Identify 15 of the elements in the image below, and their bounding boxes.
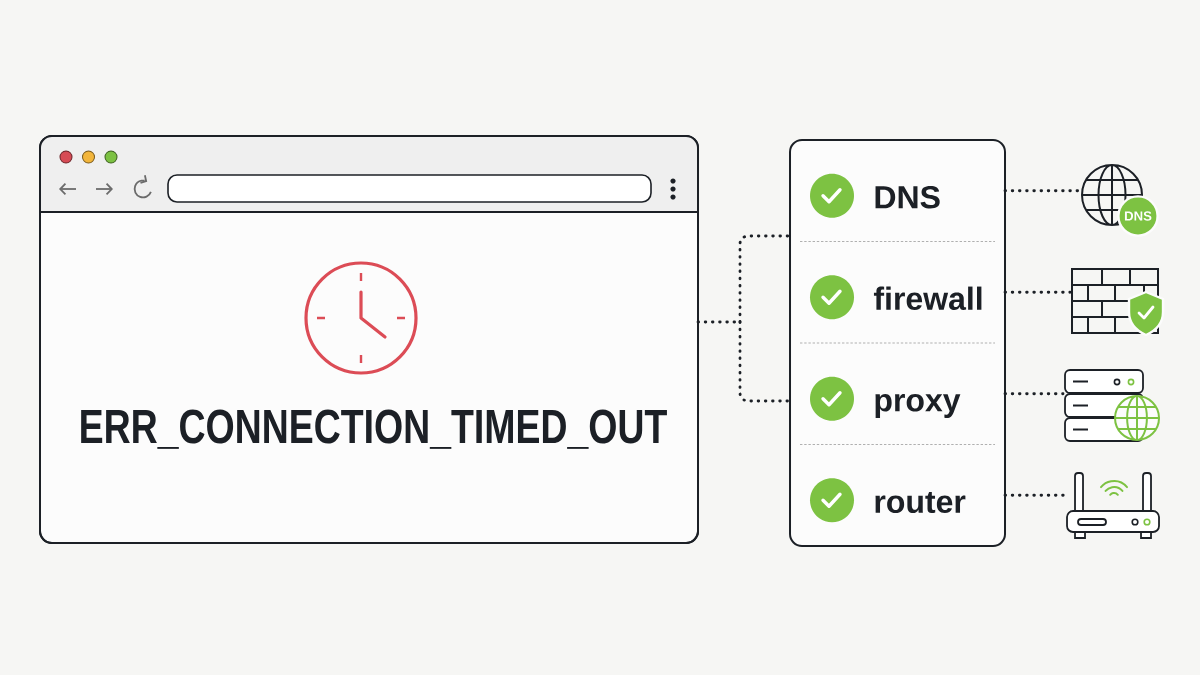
dotted-connector (1003, 189, 1082, 193)
server-icon (1064, 369, 1160, 442)
dotted-connector (1003, 493, 1067, 497)
item-label: DNS (875, 185, 940, 209)
item-label: router (875, 491, 966, 514)
dotted-connector (1003, 290, 1072, 294)
error-message: ERR_CONNECTION_TIMED_OUT (81, 409, 667, 449)
brick-wall-icon (1071, 268, 1165, 337)
dotted-connector (738, 320, 792, 403)
router-icon (1066, 472, 1160, 539)
dotted-connector (1003, 392, 1065, 396)
dotted-connector (738, 234, 792, 324)
item-label: proxy (875, 394, 961, 418)
item-label: firewall (873, 286, 982, 311)
badge: DNS (1117, 195, 1159, 237)
